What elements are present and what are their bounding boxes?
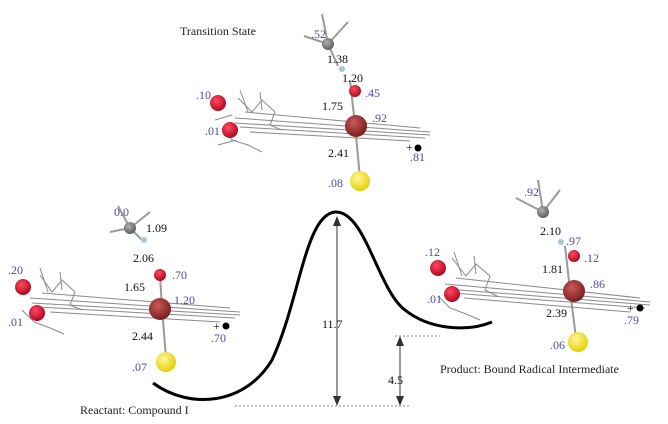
reactant-spin-carbon: 0.0 [114,205,129,219]
radical-dot [636,304,644,312]
porphyrin-plane [437,251,651,321]
iron-atom [345,115,367,137]
reactant-label: Reactant: Compound I [80,403,189,417]
reactant-bond-feo: 1.65 [124,280,145,294]
product-energy-label: 4.5 [388,373,403,387]
transition-state-label: Transition State [180,24,256,38]
ts-spin-carbon: .52 [311,27,326,41]
product-bond-ch: 2.10 [540,224,561,238]
hydrogen-atom [339,66,345,72]
iron-atom [149,298,171,320]
porphyrin-plane [214,89,431,153]
hydrogen-atom [141,237,147,243]
ts-spin-sulfur: .08 [328,176,343,190]
transition-state-molecule: + .52 1.38 1.20 .45 1.75 .92 .10 .01 2.4… [196,13,431,191]
carboxylate-oxygen-bottom [29,305,45,321]
product-molecule: + .92 2.10 .97 .12 1.81 .86 .12 .01 2.39… [425,179,651,352]
oxo-oxygen [154,269,166,281]
sulfur-atom [156,352,176,372]
product-spin-carbon: .92 [524,185,539,199]
product-spin-iron: .86 [590,277,605,291]
barrier-energy-label: 11.7 [322,317,343,331]
carboxylate-oxygen-top [15,279,31,295]
reactant-spin-iron: 1.20 [174,293,195,307]
plus-sign: + [213,319,220,333]
product-spin-sulfur: .06 [550,338,565,352]
ts-spin-dot: .81 [410,150,425,164]
ts-bond-ch: 1.38 [327,52,348,66]
reactant-spin-dot: .70 [211,331,226,345]
product-bond-fes: 2.39 [546,306,567,320]
radical-dot [222,322,230,330]
product-spin-hydrogen: .97 [566,234,581,248]
methyl-carbon [322,38,334,50]
plus-sign: + [627,301,634,315]
product-spin-oxygen-left-bottom: .01 [427,292,442,306]
reactant-bond-fes: 2.44 [132,329,153,343]
oxo-oxygen [568,250,580,262]
hydrogen-atom [558,239,564,245]
reactant-spin-sulfur: .07 [132,360,147,374]
reactant-molecule: + 0.0 1.09 2.06 .70 1.65 1.20 .20 .01 2.… [8,205,241,374]
carboxylate-oxygen-top [210,95,226,111]
reactant-bond-ch: 1.09 [146,221,167,235]
carboxylate-oxygen-bottom [444,286,460,302]
ts-spin-iron: .92 [372,111,387,125]
ts-bond-oh: 1.20 [342,71,363,85]
ts-bond-feo: 1.75 [322,99,343,113]
ts-spin-oxygen: .45 [365,86,380,100]
sulfur-atom [568,332,588,352]
radical-dot [414,144,422,152]
ts-bond-fes: 2.41 [328,146,349,160]
product-spin-oxygen-left-top: .12 [425,245,440,259]
reactant-spin-oxygen-left-bottom: .01 [8,315,23,329]
plus-sign: + [406,140,413,154]
iron-atom [563,280,585,302]
carboxylate-oxygen-bottom [222,122,238,138]
energy-curve [152,210,493,401]
product-spin-dot: .79 [624,313,639,327]
porphyrin-plane [21,267,241,335]
carboxylate-oxygen-top [430,260,446,276]
methyl-carbon [124,222,136,234]
product-energy-arrow [396,336,404,406]
product-spin-oxygen: .12 [584,251,599,265]
reactant-spin-oxygen: .70 [172,268,187,282]
reactant-bond-oh: 2.06 [133,251,154,265]
ts-spin-oxygen-left-top: .10 [196,88,211,102]
product-label: Product: Bound Radical Intermediate [440,362,619,376]
reactant-spin-oxygen-left-top: .20 [8,263,23,277]
sulfur-atom [350,171,370,191]
methyl-carbon [537,206,549,218]
product-bond-feo: 1.81 [542,262,563,276]
oxo-oxygen [349,85,361,97]
barrier-arrow [333,216,341,406]
ts-spin-oxygen-left-bottom: .01 [205,124,220,138]
